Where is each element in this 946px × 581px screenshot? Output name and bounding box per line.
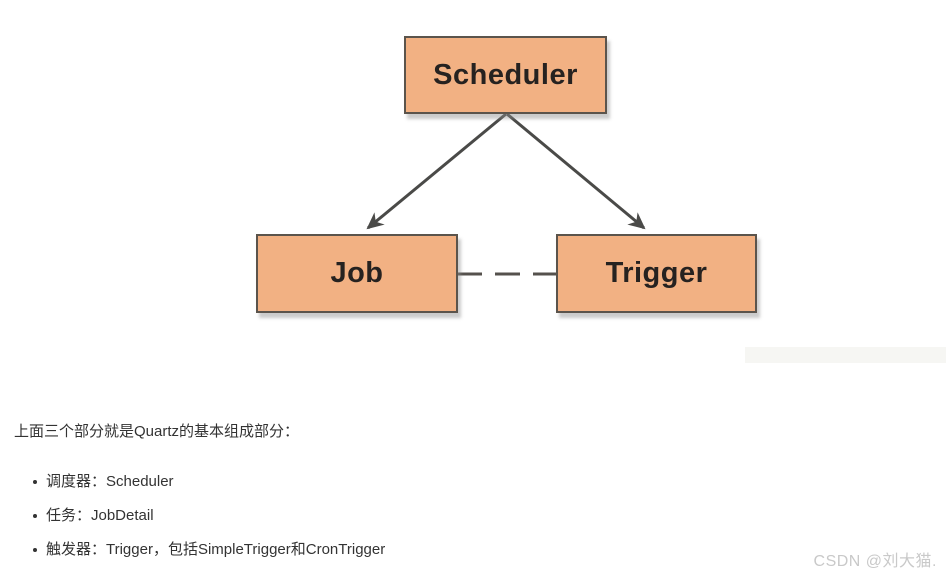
list-item-jobdetail-text: 任务：JobDetail: [46, 507, 154, 524]
node-trigger-label: Trigger: [605, 257, 708, 289]
faded-watermark-artifact: [745, 347, 946, 363]
list-item-trigger-text: 触发器：Trigger，包括SimpleTrigger和CronTrigger: [46, 541, 386, 558]
node-trigger: Trigger: [556, 234, 757, 313]
intro-text: 上面三个部分就是Quartz的基本组成部分：: [14, 423, 300, 440]
bullet-dot-icon: [33, 480, 37, 484]
list-item-scheduler: 调度器：Scheduler: [33, 472, 385, 492]
edge-scheduler-to-job: [366, 112, 507, 230]
edge-scheduler-to-trigger: [506, 112, 646, 230]
component-list: 调度器：Scheduler 任务：JobDetail 触发器：Trigger，包…: [33, 472, 385, 574]
bullet-dot-icon: [33, 514, 37, 518]
list-item-scheduler-text: 调度器：Scheduler: [46, 473, 174, 490]
list-item-jobdetail: 任务：JobDetail: [33, 506, 385, 526]
node-job-label: Job: [330, 257, 384, 289]
list-item-trigger: 触发器：Trigger，包括SimpleTrigger和CronTrigger: [33, 540, 385, 560]
csdn-watermark: CSDN @刘大猫.: [813, 553, 937, 570]
bullet-dot-icon: [33, 548, 37, 552]
node-scheduler: Scheduler: [404, 36, 607, 114]
connector-lines: [366, 112, 646, 276]
node-scheduler-label: Scheduler: [433, 58, 578, 91]
quartz-diagram: Scheduler Job Trigger: [256, 36, 946, 363]
node-job: Job: [256, 234, 458, 313]
